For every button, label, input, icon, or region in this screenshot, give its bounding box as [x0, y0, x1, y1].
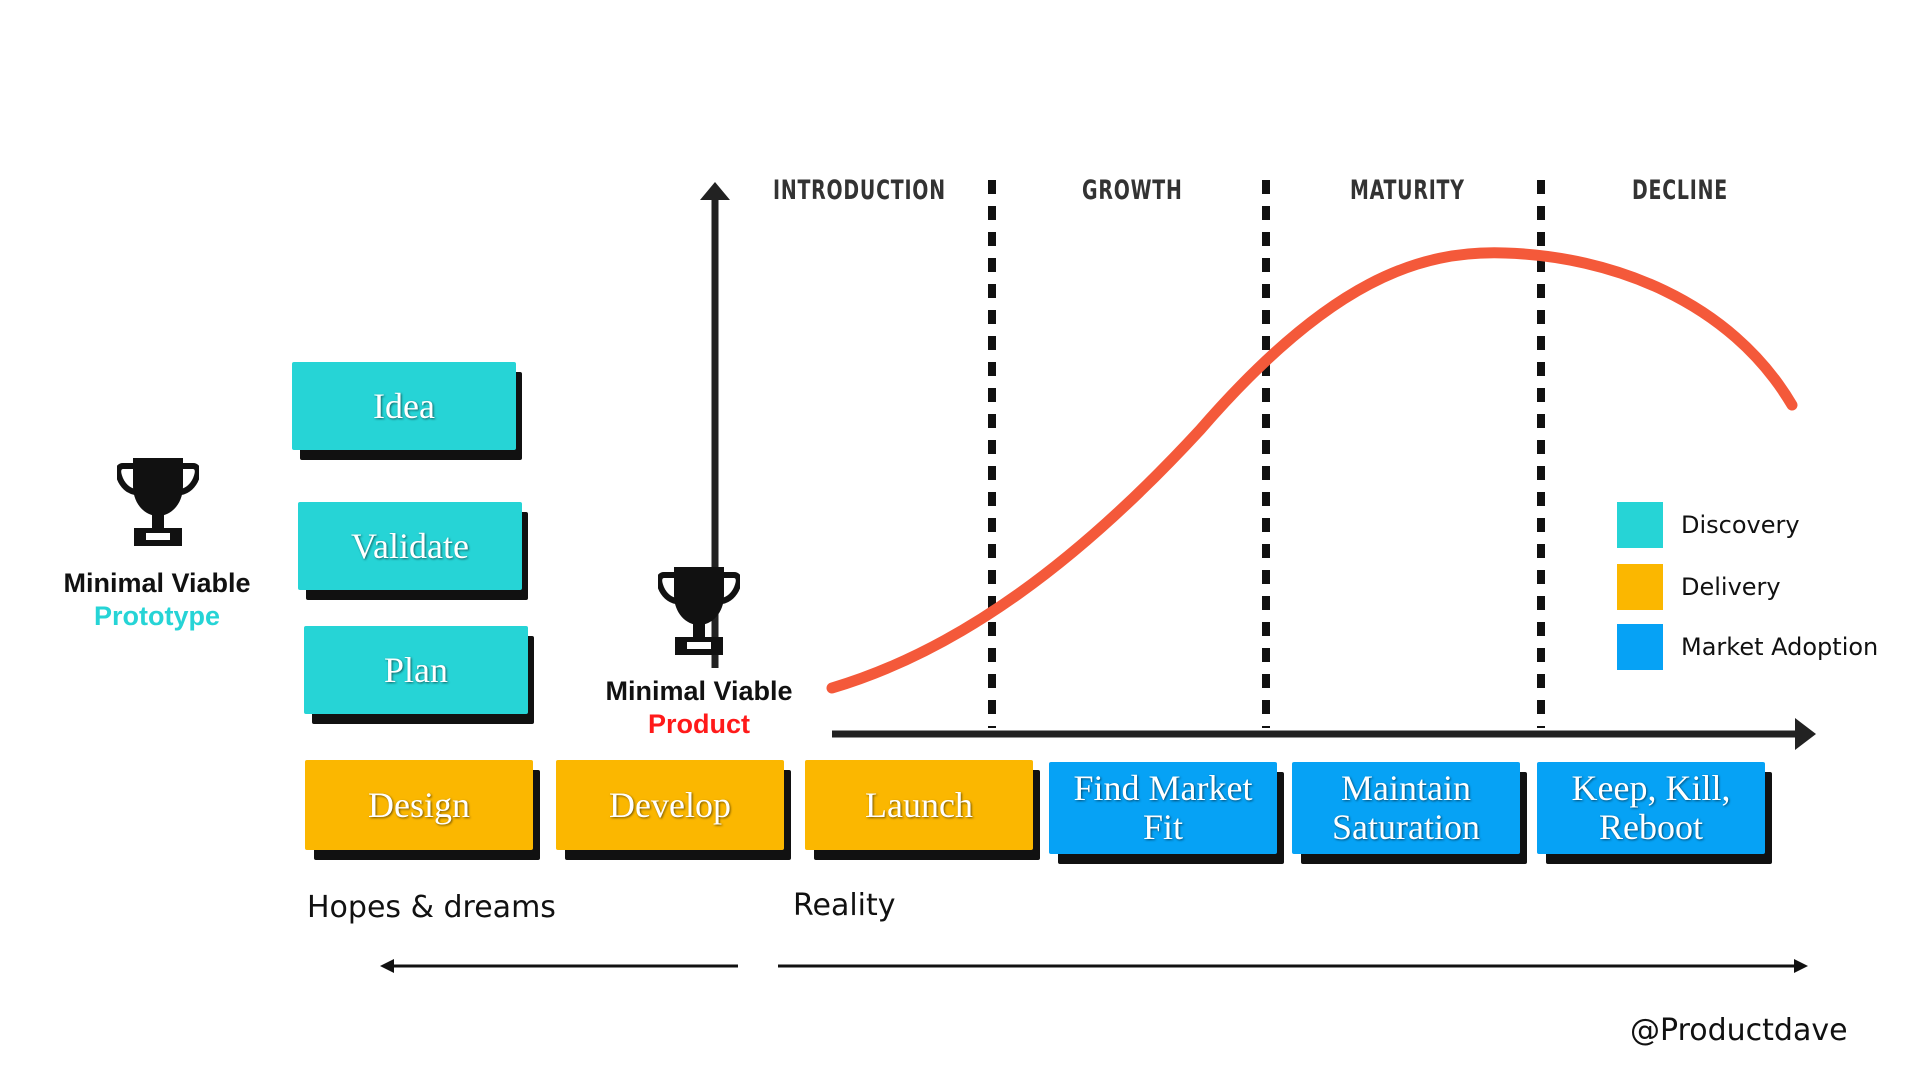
develop-box-label: Develop — [609, 784, 731, 825]
mvp-prototype-line2: Prototype — [93, 601, 220, 631]
plan-box: Plan — [304, 626, 528, 714]
legend-label-delivery: Delivery — [1681, 573, 1781, 601]
design-box-label: Design — [368, 784, 470, 825]
idea-box-label: Idea — [373, 385, 435, 426]
mvp-product-line1: Minimal Viable — [605, 676, 793, 706]
launch-box-label: Launch — [865, 784, 973, 825]
design-box: Design — [305, 760, 533, 850]
legend-swatch-market-adoption — [1617, 624, 1663, 670]
keep-kill-reboot-line1: Keep, Kill, — [1571, 768, 1731, 809]
idea-box: Idea — [292, 362, 516, 450]
y-axis-arrowhead — [700, 182, 730, 200]
legend-market-adoption: Market Adoption — [1617, 624, 1878, 670]
stage-introduction: INTRODUCTION — [773, 175, 946, 206]
maintain-saturation-line2: Saturation — [1332, 807, 1480, 847]
x-axis-arrowhead — [1795, 718, 1816, 750]
mvp-product-line2: Product — [647, 709, 750, 739]
lifecycle-curve — [826, 247, 1798, 694]
legend-swatch-discovery — [1617, 502, 1663, 548]
maintain-saturation-line1: Maintain — [1341, 768, 1471, 809]
legend-discovery: Discovery — [1617, 502, 1800, 548]
find-market-fit-line2: Fit — [1142, 807, 1184, 847]
validate-box-label: Validate — [351, 525, 469, 566]
legend-label-discovery: Discovery — [1681, 511, 1800, 539]
keep-kill-reboot-box: Keep, Kill, Reboot — [1537, 762, 1765, 854]
legend-delivery: Delivery — [1617, 564, 1781, 610]
develop-box: Develop — [556, 760, 784, 850]
plan-box-label: Plan — [383, 649, 448, 690]
trophy-icon — [658, 567, 740, 655]
mvp-prototype-label: Minimal Viable Prototype — [50, 568, 264, 632]
hopes-arrowhead — [380, 959, 394, 973]
mvp-product-label: Minimal Viable Product — [592, 676, 806, 740]
stage-decline: DECLINE — [1632, 175, 1728, 206]
legend-swatch-delivery — [1617, 564, 1663, 610]
stage-maturity: MATURITY — [1350, 175, 1465, 206]
stage-growth: GROWTH — [1082, 175, 1183, 206]
trophy-icon — [117, 458, 199, 546]
hopes-and-dreams-label: Hopes & dreams — [307, 890, 556, 925]
maintain-saturation-box: Maintain Saturation — [1292, 762, 1520, 854]
find-market-fit-box: Find Market Fit — [1049, 762, 1277, 854]
reality-label: Reality — [793, 888, 896, 923]
reality-arrowhead — [1794, 959, 1808, 973]
legend-label-market-adoption: Market Adoption — [1681, 633, 1879, 661]
validate-box: Validate — [298, 502, 522, 590]
launch-box: Launch — [805, 760, 1033, 850]
keep-kill-reboot-line2: Reboot — [1599, 807, 1703, 847]
credit-label: @Productdave — [1630, 1013, 1848, 1048]
find-market-fit-line1: Find Market — [1073, 768, 1253, 809]
mvp-prototype-line1: Minimal Viable — [63, 568, 251, 598]
